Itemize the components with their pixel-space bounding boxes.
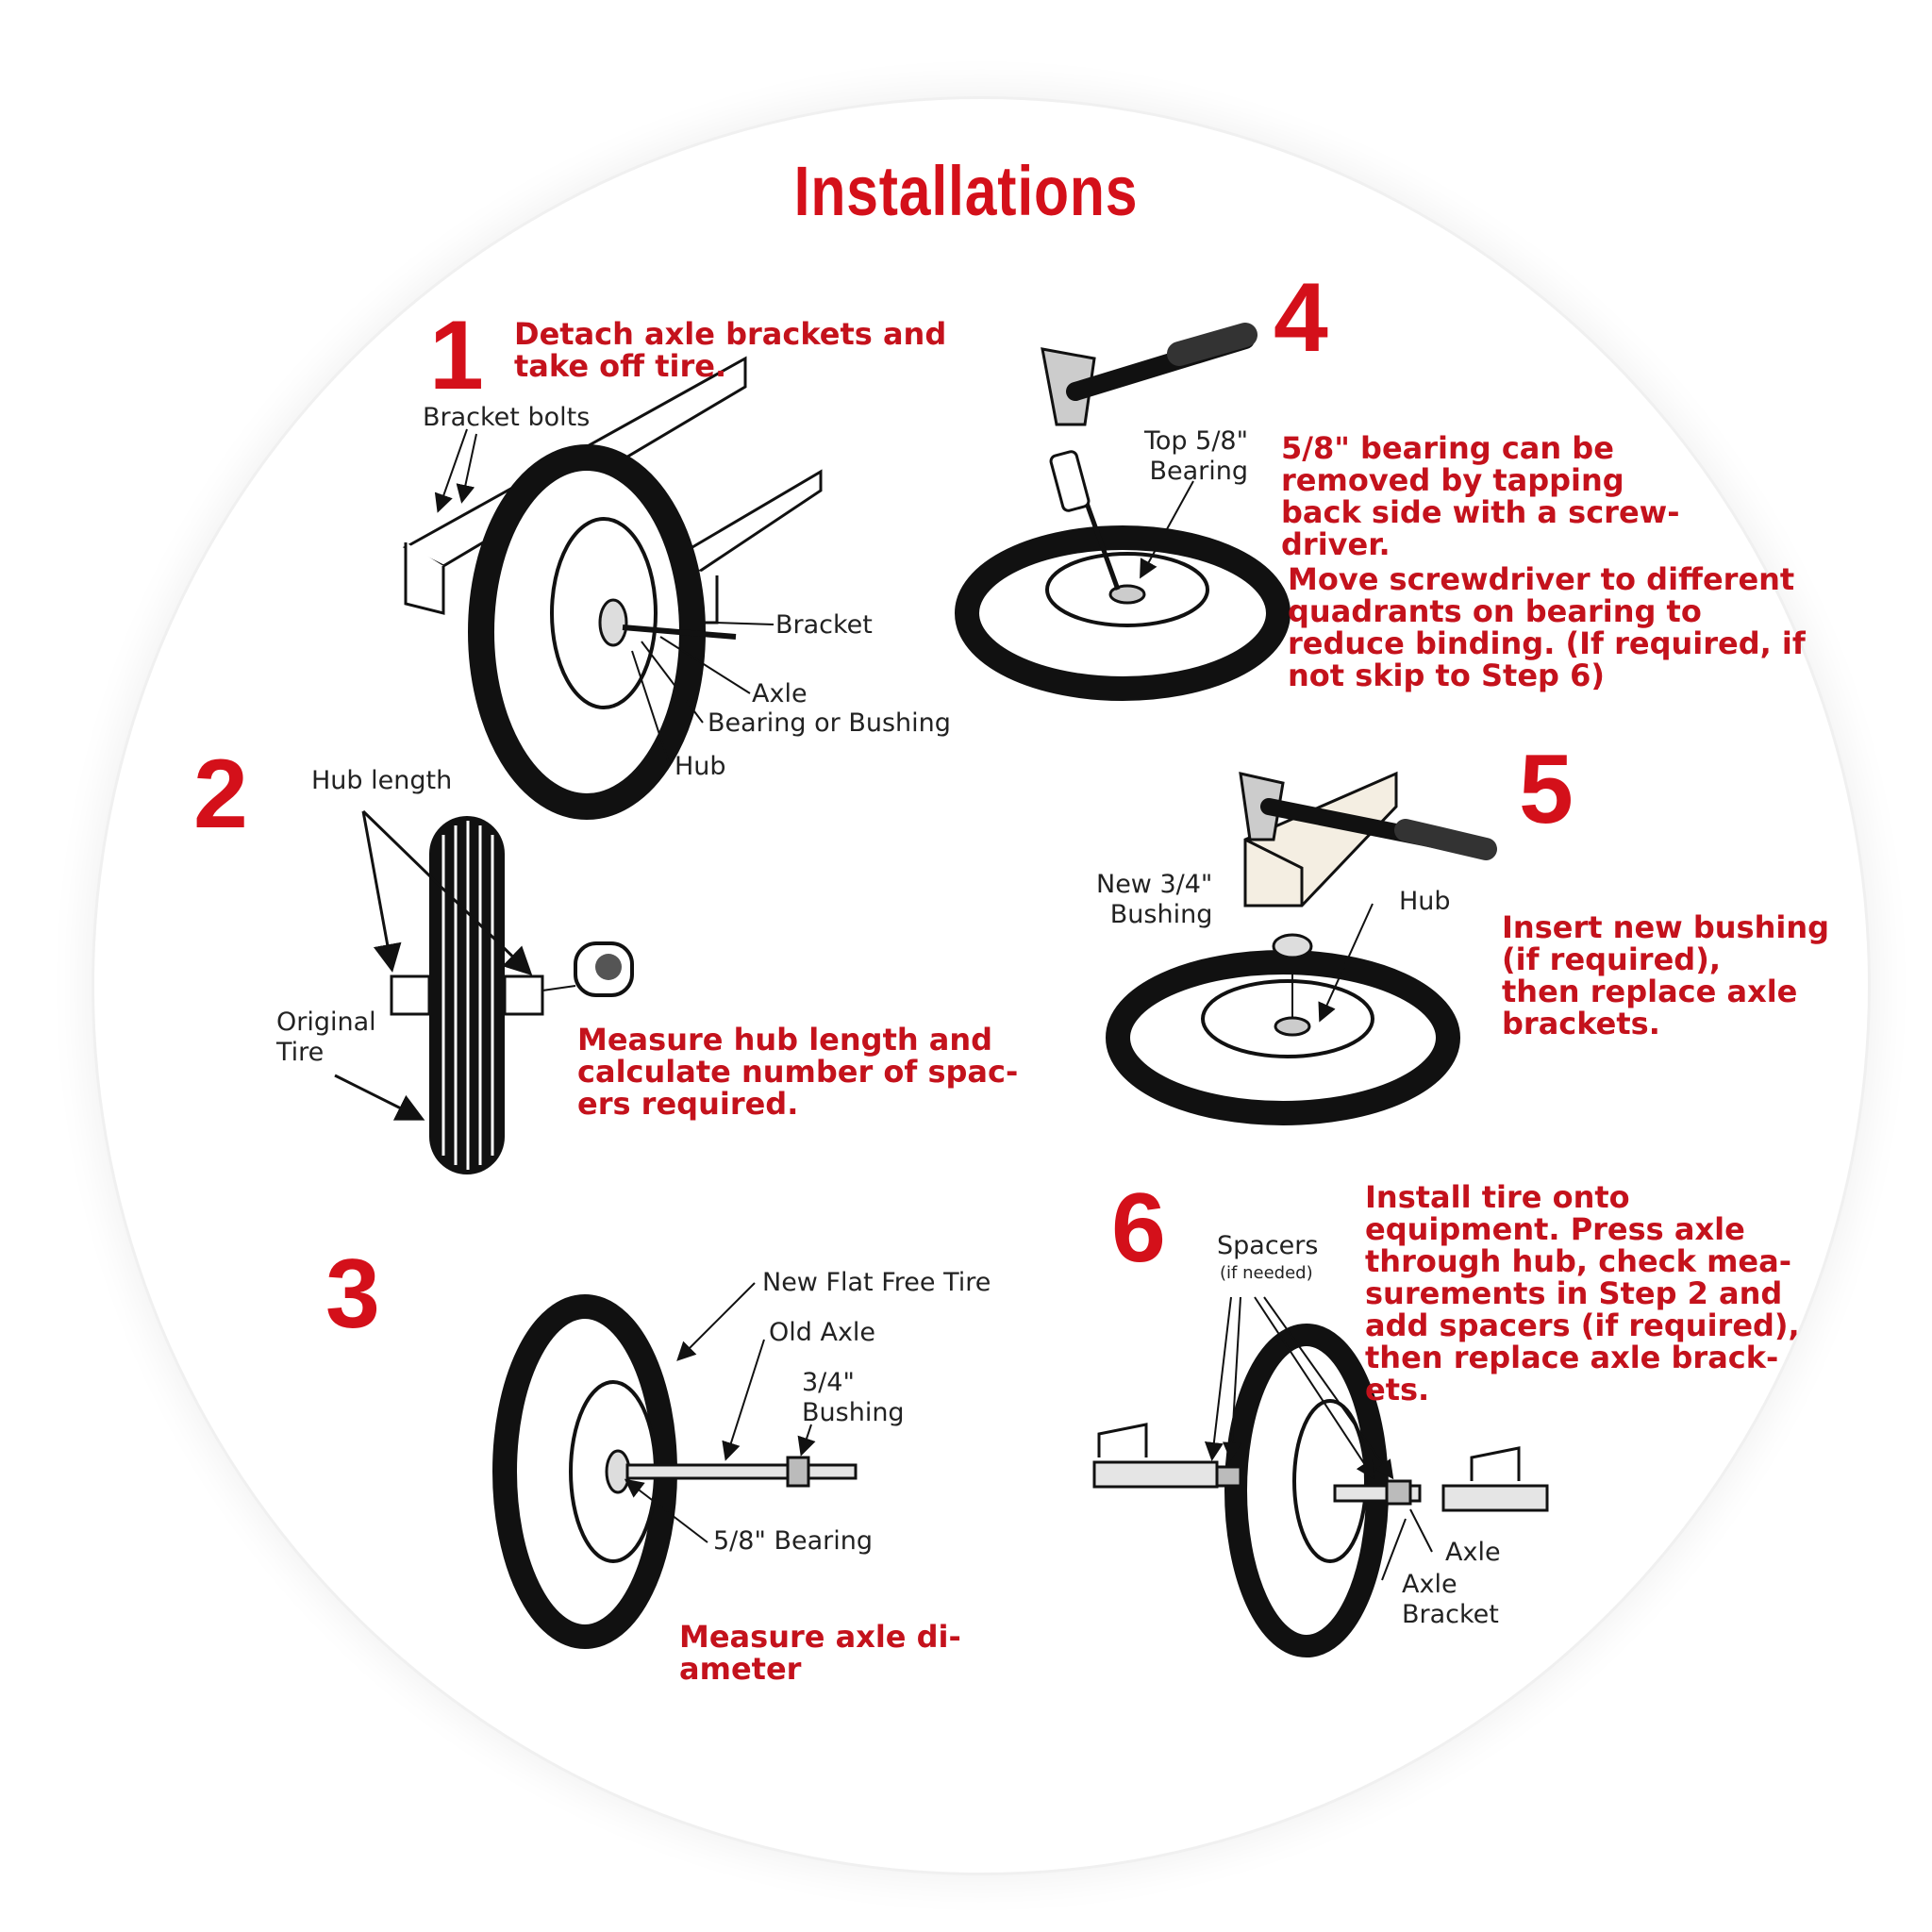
- step-2-number: 2: [193, 740, 248, 849]
- label-bracket: Bracket: [775, 610, 873, 640]
- label-bearing-5-8: 5/8" Bearing: [713, 1526, 873, 1556]
- step5-illustration: [1106, 771, 1497, 1125]
- label-bushing-3-4: 3/4" Bushing: [802, 1368, 905, 1427]
- step-5-number: 5: [1519, 735, 1574, 844]
- step-3-text: Measure axle di- ameter: [679, 1619, 961, 1687]
- label-if-needed: (if needed): [1220, 1263, 1313, 1283]
- label-old-axle: Old Axle: [769, 1318, 876, 1347]
- label-top-bearing: Top 5/8" Bearing: [1144, 426, 1249, 486]
- step3-illustration: [492, 1282, 858, 1649]
- step-6-number: 6: [1111, 1174, 1166, 1283]
- circular-panel: [94, 99, 1868, 1873]
- step-6-text: Install tire onto equipment. Press axle …: [1365, 1179, 1800, 1407]
- step-5-text: Insert new bushing (if required), then r…: [1502, 909, 1830, 1041]
- step-4-text: 5/8" bearing can be removed by tapping b…: [1281, 430, 1680, 562]
- label-axle-step6: Axle: [1445, 1538, 1501, 1567]
- step6-illustration: [1092, 1296, 1549, 1657]
- step-1-text: Detach axle brackets and take off tire.: [514, 316, 947, 384]
- label-new-flat-free-tire: New Flat Free Tire: [762, 1268, 991, 1297]
- step1-illustration: [402, 356, 823, 820]
- label-bearing-bushing: Bearing or Bushing: [708, 708, 951, 738]
- step-4-number: 4: [1274, 263, 1328, 373]
- label-original-tire: Original Tire: [276, 1008, 376, 1067]
- label-spacers: Spacers: [1217, 1231, 1319, 1260]
- label-new-bushing: New 3/4" Bushing: [1096, 870, 1213, 929]
- label-bracket-bolts: Bracket bolts: [423, 403, 591, 432]
- label-axle-bracket: Axle Bracket: [1402, 1570, 1499, 1629]
- step-1-number: 1: [429, 301, 484, 410]
- step-4-text-2: Move screwdriver to different quadrants …: [1288, 561, 1806, 693]
- step-2-text: Measure hub length and calculate number …: [577, 1022, 1019, 1122]
- step-3-number: 3: [325, 1240, 380, 1349]
- label-axle: Axle: [752, 679, 808, 708]
- page-title: Installations: [793, 152, 1139, 230]
- step4-illustration: [955, 323, 1291, 701]
- step2-illustration: [334, 809, 634, 1174]
- label-hub: Hub: [675, 752, 726, 781]
- label-hub-step5: Hub: [1399, 887, 1451, 916]
- label-hub-length: Hub length: [311, 766, 453, 795]
